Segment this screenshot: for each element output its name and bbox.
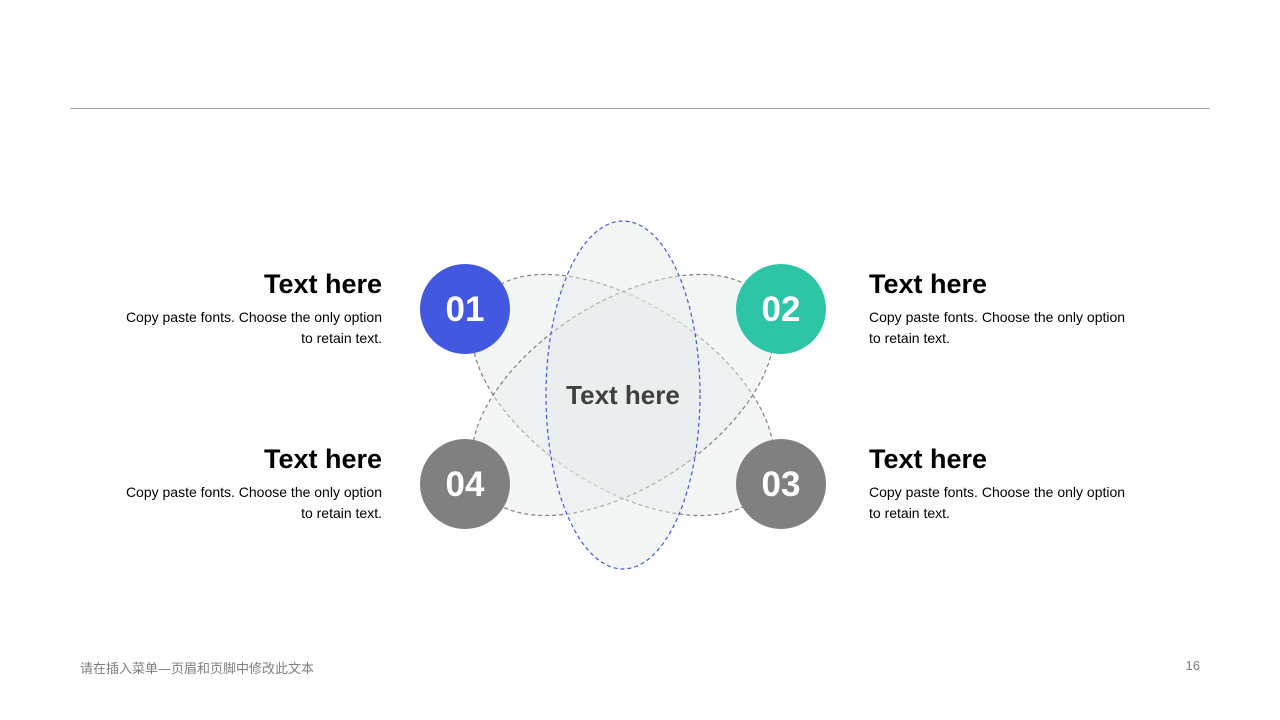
text-block-02-description: Copy paste fonts. Choose the only option… (869, 309, 1126, 346)
badge-01: 01 (420, 264, 510, 354)
text-block-04: Text here Copy paste fonts. Choose the o… (122, 444, 382, 524)
text-block-01-title: Text here (263, 269, 382, 299)
text-block-03-description: Copy paste fonts. Choose the only option… (869, 484, 1126, 521)
badge-01-number: 01 (446, 290, 485, 329)
text-block-03: Text here Copy paste fonts. Choose the o… (869, 444, 1129, 524)
text-block-01-description: Copy paste fonts. Choose the only option… (125, 309, 382, 346)
badge-01-circle (420, 264, 510, 354)
top-divider (70, 108, 1210, 109)
badge-03-number: 03 (762, 465, 801, 504)
footer-text: 请在插入菜单—页眉和页脚中修改此文本 (80, 662, 315, 677)
text-block-02-title: Text here (869, 269, 988, 299)
badge-04-number: 04 (446, 465, 485, 504)
text-block-04-title: Text here (263, 444, 382, 474)
text-block-01: Text here Copy paste fonts. Choose the o… (122, 269, 382, 349)
badge-04-circle (420, 439, 510, 529)
page-number: 16 (1185, 658, 1200, 673)
petal-ellipse-vertical (545, 220, 701, 570)
badge-04: 04 (420, 439, 510, 529)
text-block-03-title: Text here (869, 444, 988, 474)
text-block-02: Text here Copy paste fonts. Choose the o… (869, 269, 1129, 349)
badge-02: 02 (736, 264, 826, 354)
badge-02-number: 02 (762, 290, 801, 329)
text-block-04-description: Copy paste fonts. Choose the only option… (125, 484, 382, 521)
badge-02-circle (736, 264, 826, 354)
center-label: Text here (566, 380, 680, 410)
badge-03: 03 (736, 439, 826, 529)
badge-03-circle (736, 439, 826, 529)
